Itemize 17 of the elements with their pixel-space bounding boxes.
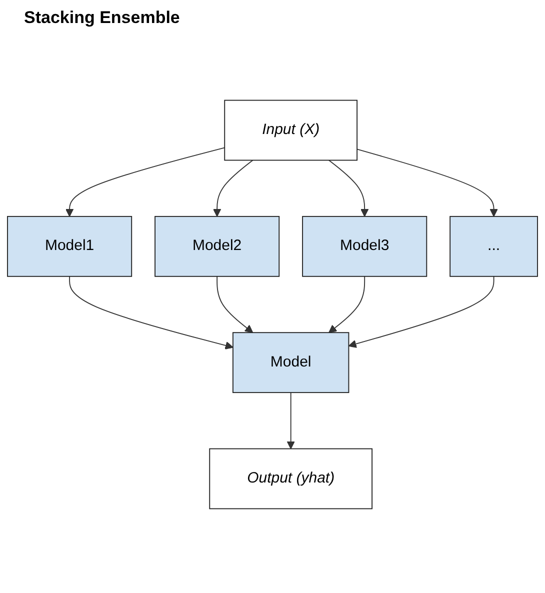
node-box: ... bbox=[450, 216, 538, 277]
arrow bbox=[65, 147, 226, 217]
node-box: Model2 bbox=[154, 216, 280, 277]
arrow bbox=[69, 276, 234, 350]
arrow bbox=[286, 392, 295, 450]
arrow bbox=[348, 276, 494, 348]
node-box: Model3 bbox=[302, 216, 428, 277]
arrow bbox=[328, 160, 369, 217]
arrow bbox=[328, 276, 366, 333]
node-box: Model bbox=[232, 332, 350, 394]
node-box: Output (yhat) bbox=[209, 448, 372, 510]
arrow bbox=[212, 160, 254, 217]
arrow bbox=[356, 148, 498, 217]
arrow bbox=[216, 276, 254, 333]
node-box: Model1 bbox=[7, 216, 132, 277]
node-box: Input (X) bbox=[224, 100, 358, 161]
diagram-title: Stacking Ensemble bbox=[24, 8, 181, 28]
